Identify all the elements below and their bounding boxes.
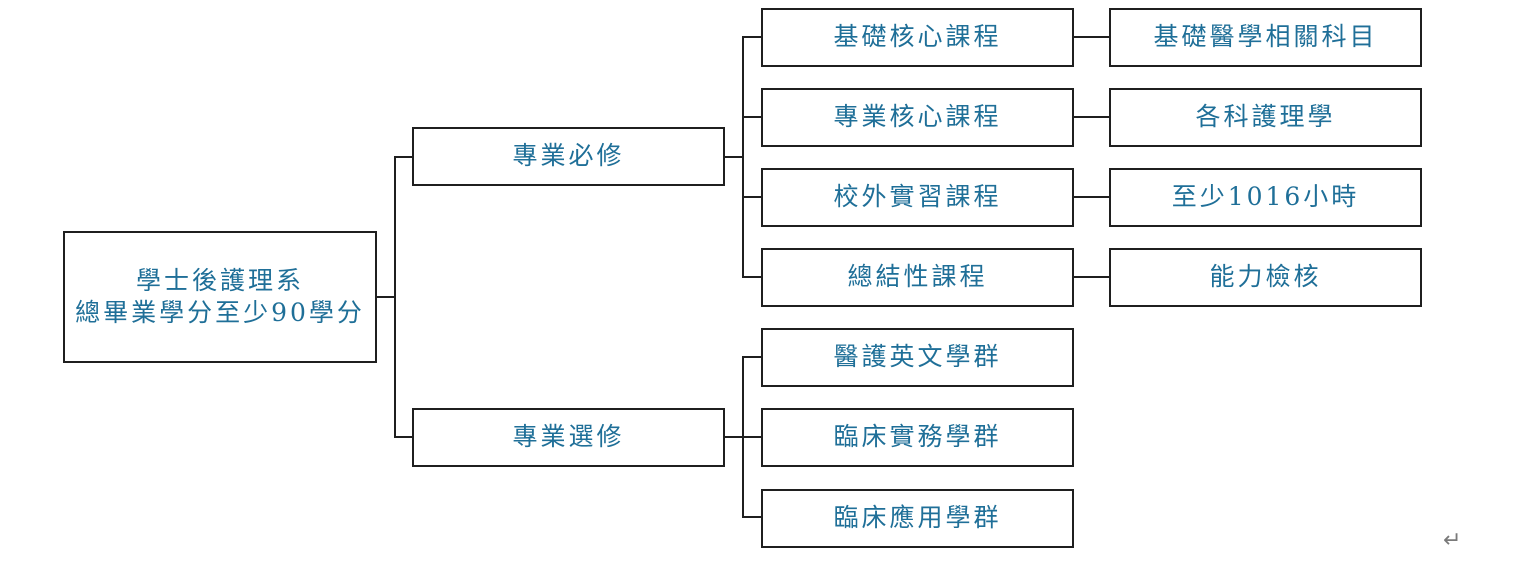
required-node: 專業必修 [412,127,725,186]
course-detail-node: 基礎醫學相關科目 [1109,8,1422,67]
course-node: 基礎核心課程 [761,8,1074,67]
root-title: 學士後護理系 [135,265,304,295]
paragraph-mark-icon: ↵ [1443,528,1462,553]
connector-root-spine [394,156,396,438]
course-node: 總結性課程 [761,248,1074,307]
connector-root-trunk [376,296,396,298]
connector-required-trunk [724,156,744,158]
connector-required-course-3 [742,196,762,198]
connector-elective-group-1 [742,356,762,358]
root-credits: 總畢業學分至少90學分 [75,298,365,327]
root-node: 學士後護理系 總畢業學分至少90學分 [63,231,377,363]
course-node: 專業核心課程 [761,88,1074,147]
elective-group-node: 醫護英文學群 [761,328,1074,387]
course-detail-node: 能力檢核 [1109,248,1422,307]
connector-to-elective [394,436,413,438]
connector-required-course-1 [742,36,762,38]
connector-detail-4 [1073,276,1110,278]
connector-detail-2 [1073,116,1110,118]
connector-required-course-4 [742,276,762,278]
connector-required-course-2 [742,116,762,118]
course-node: 校外實習課程 [761,168,1074,227]
elective-group-node: 臨床應用學群 [761,489,1074,548]
connector-elective-trunk [724,436,744,438]
connector-to-required [394,156,413,158]
course-detail-node: 各科護理學 [1109,88,1422,147]
connector-required-spine [742,36,744,278]
connector-elective-group-2 [742,436,762,438]
elective-group-node: 臨床實務學群 [761,408,1074,467]
elective-node: 專業選修 [412,408,725,467]
connector-elective-group-3 [742,516,762,518]
connector-detail-3 [1073,196,1110,198]
connector-detail-1 [1073,36,1110,38]
course-detail-node: 至少1016小時 [1109,168,1422,227]
